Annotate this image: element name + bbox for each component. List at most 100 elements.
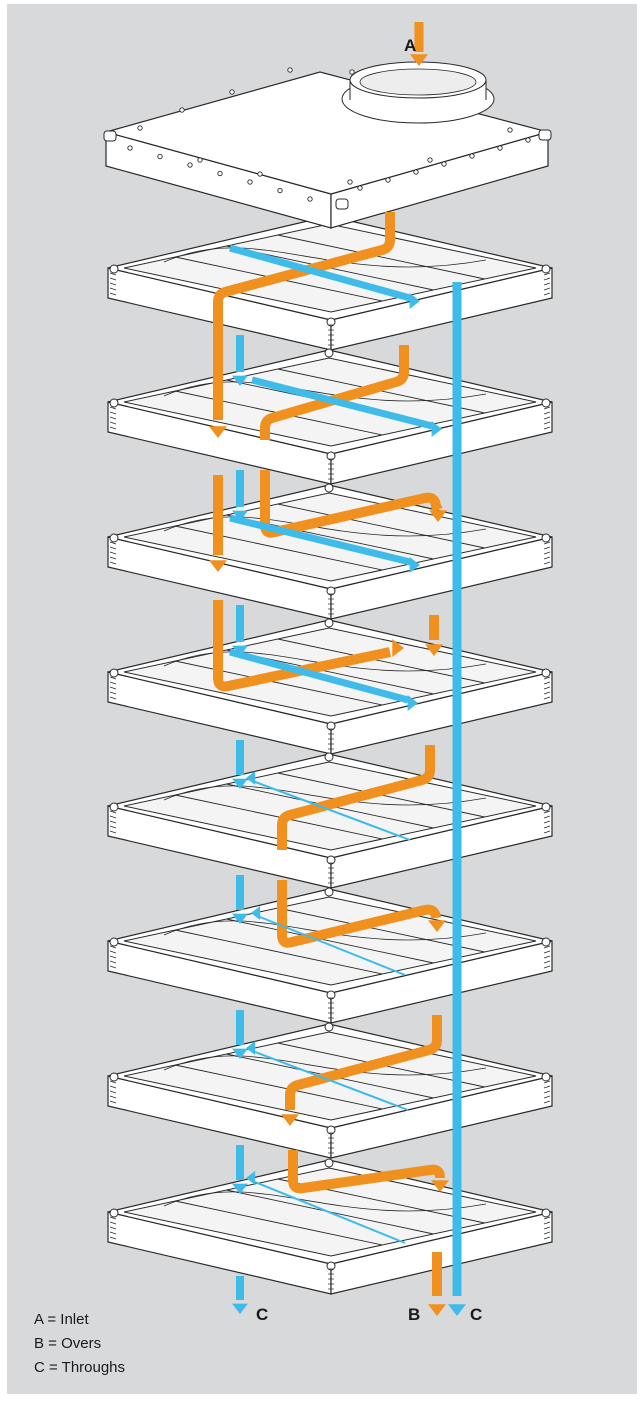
lid-side-hole [469, 153, 475, 159]
bolt [109, 802, 119, 812]
lid-side-hole [247, 179, 253, 185]
throughs-left-head [232, 510, 248, 521]
joint-mark [543, 820, 551, 824]
joint-mark [543, 1095, 551, 1099]
bolt [109, 668, 119, 678]
bolt [326, 721, 336, 731]
joint-mark [109, 1080, 117, 1084]
screen-bar [226, 918, 434, 964]
sieve-frame-1 [107, 214, 553, 351]
throughs-screen-outline [254, 914, 406, 976]
joint-mark [543, 1231, 551, 1235]
throughs-screen-outline-head [251, 906, 261, 920]
joint-mark [543, 546, 551, 550]
lid-clamp-knob [103, 130, 117, 142]
throughs-screen-flow-head [409, 557, 420, 573]
screen-bar [175, 794, 383, 840]
overs-path-9 [285, 1015, 442, 1110]
screen-bar [277, 503, 485, 549]
joint-mark [543, 272, 551, 276]
joint-mark [543, 960, 551, 964]
inlet-marker: A [404, 36, 416, 55]
joint-mark [543, 1085, 551, 1089]
joint-mark [109, 426, 117, 430]
bolt [324, 752, 334, 762]
lid-side-hole [157, 153, 163, 160]
legend: A = Inlet B = Overs C = Throughs [34, 1308, 125, 1380]
bolt [326, 855, 336, 865]
overs-path-8 [277, 880, 441, 948]
lid-side-hole [187, 162, 193, 168]
overs-path-7 [277, 745, 435, 850]
joint-mark [109, 815, 117, 819]
sieve-frame-4 [107, 618, 553, 755]
overs-head-5 [392, 639, 404, 657]
bolt [541, 937, 551, 947]
screen-bar [175, 660, 383, 706]
joint-mark [543, 551, 551, 555]
joint-mark [543, 950, 551, 954]
throughs-marker-right: C [470, 1305, 482, 1324]
bolt [326, 586, 336, 596]
screen-sheet-edge [163, 785, 487, 806]
throughs-screen-flow-head [407, 695, 418, 711]
sieve-frame-7 [107, 1022, 553, 1159]
joint-mark [109, 950, 117, 954]
throughs-screen-flow [229, 244, 411, 302]
lid-screw [349, 69, 355, 75]
legend-inlet: A = Inlet [34, 1311, 89, 1328]
lid-side-hole [127, 145, 133, 151]
screen-sheet-edge [163, 1055, 487, 1076]
throughs-screen-flow-head [431, 421, 442, 437]
inlet-lid [103, 61, 552, 229]
joint-mark [543, 282, 551, 286]
joint-mark [109, 556, 117, 560]
joint-mark [543, 825, 551, 829]
bolt [109, 398, 119, 408]
throughs-left-head [232, 375, 248, 386]
bolt [541, 398, 551, 408]
screen-bar [175, 525, 383, 571]
joint-mark [109, 945, 117, 949]
joint-mark [543, 1100, 551, 1104]
throughs-main-arrow-head [448, 1304, 466, 1316]
bolt [326, 1125, 336, 1135]
joint-mark [543, 810, 551, 814]
joint-mark [109, 561, 117, 565]
joint-mark [109, 820, 117, 824]
throughs-left-head [232, 645, 248, 656]
joint-mark [109, 1095, 117, 1099]
bolt [541, 264, 551, 274]
throughs-marker-left: C [256, 1305, 268, 1324]
joint-mark [543, 1090, 551, 1094]
joint-mark [109, 691, 117, 695]
lid-clamp-knob [538, 129, 552, 141]
lid-side-hole [497, 145, 503, 151]
joint-mark [543, 681, 551, 685]
bolt [541, 668, 551, 678]
joint-mark [109, 1226, 117, 1230]
joint-mark [543, 421, 551, 425]
joint-mark [543, 1226, 551, 1230]
sieve-frame-5 [107, 752, 553, 889]
overs-head-6 [425, 644, 443, 656]
lid-screw [347, 179, 353, 185]
joint-mark [109, 1236, 117, 1240]
joint-mark [543, 541, 551, 545]
throughs-screen-outline [249, 1179, 406, 1244]
lid-side-hole [525, 137, 531, 143]
overs-head-1 [209, 426, 227, 438]
joint-mark [109, 1231, 117, 1235]
overs-head-9 [281, 1114, 299, 1126]
joint-mark [543, 676, 551, 680]
bolt [324, 887, 334, 897]
joint-mark [109, 965, 117, 969]
bolt [109, 937, 119, 947]
throughs-screen-flow-head [409, 293, 420, 309]
joint-mark [109, 1085, 117, 1089]
overs-marker: B [408, 1305, 420, 1324]
screen-sheet-edge [163, 920, 487, 941]
overs-outlet-head [428, 1304, 446, 1316]
joint-mark [109, 830, 117, 834]
throughs-left-head [232, 913, 248, 924]
